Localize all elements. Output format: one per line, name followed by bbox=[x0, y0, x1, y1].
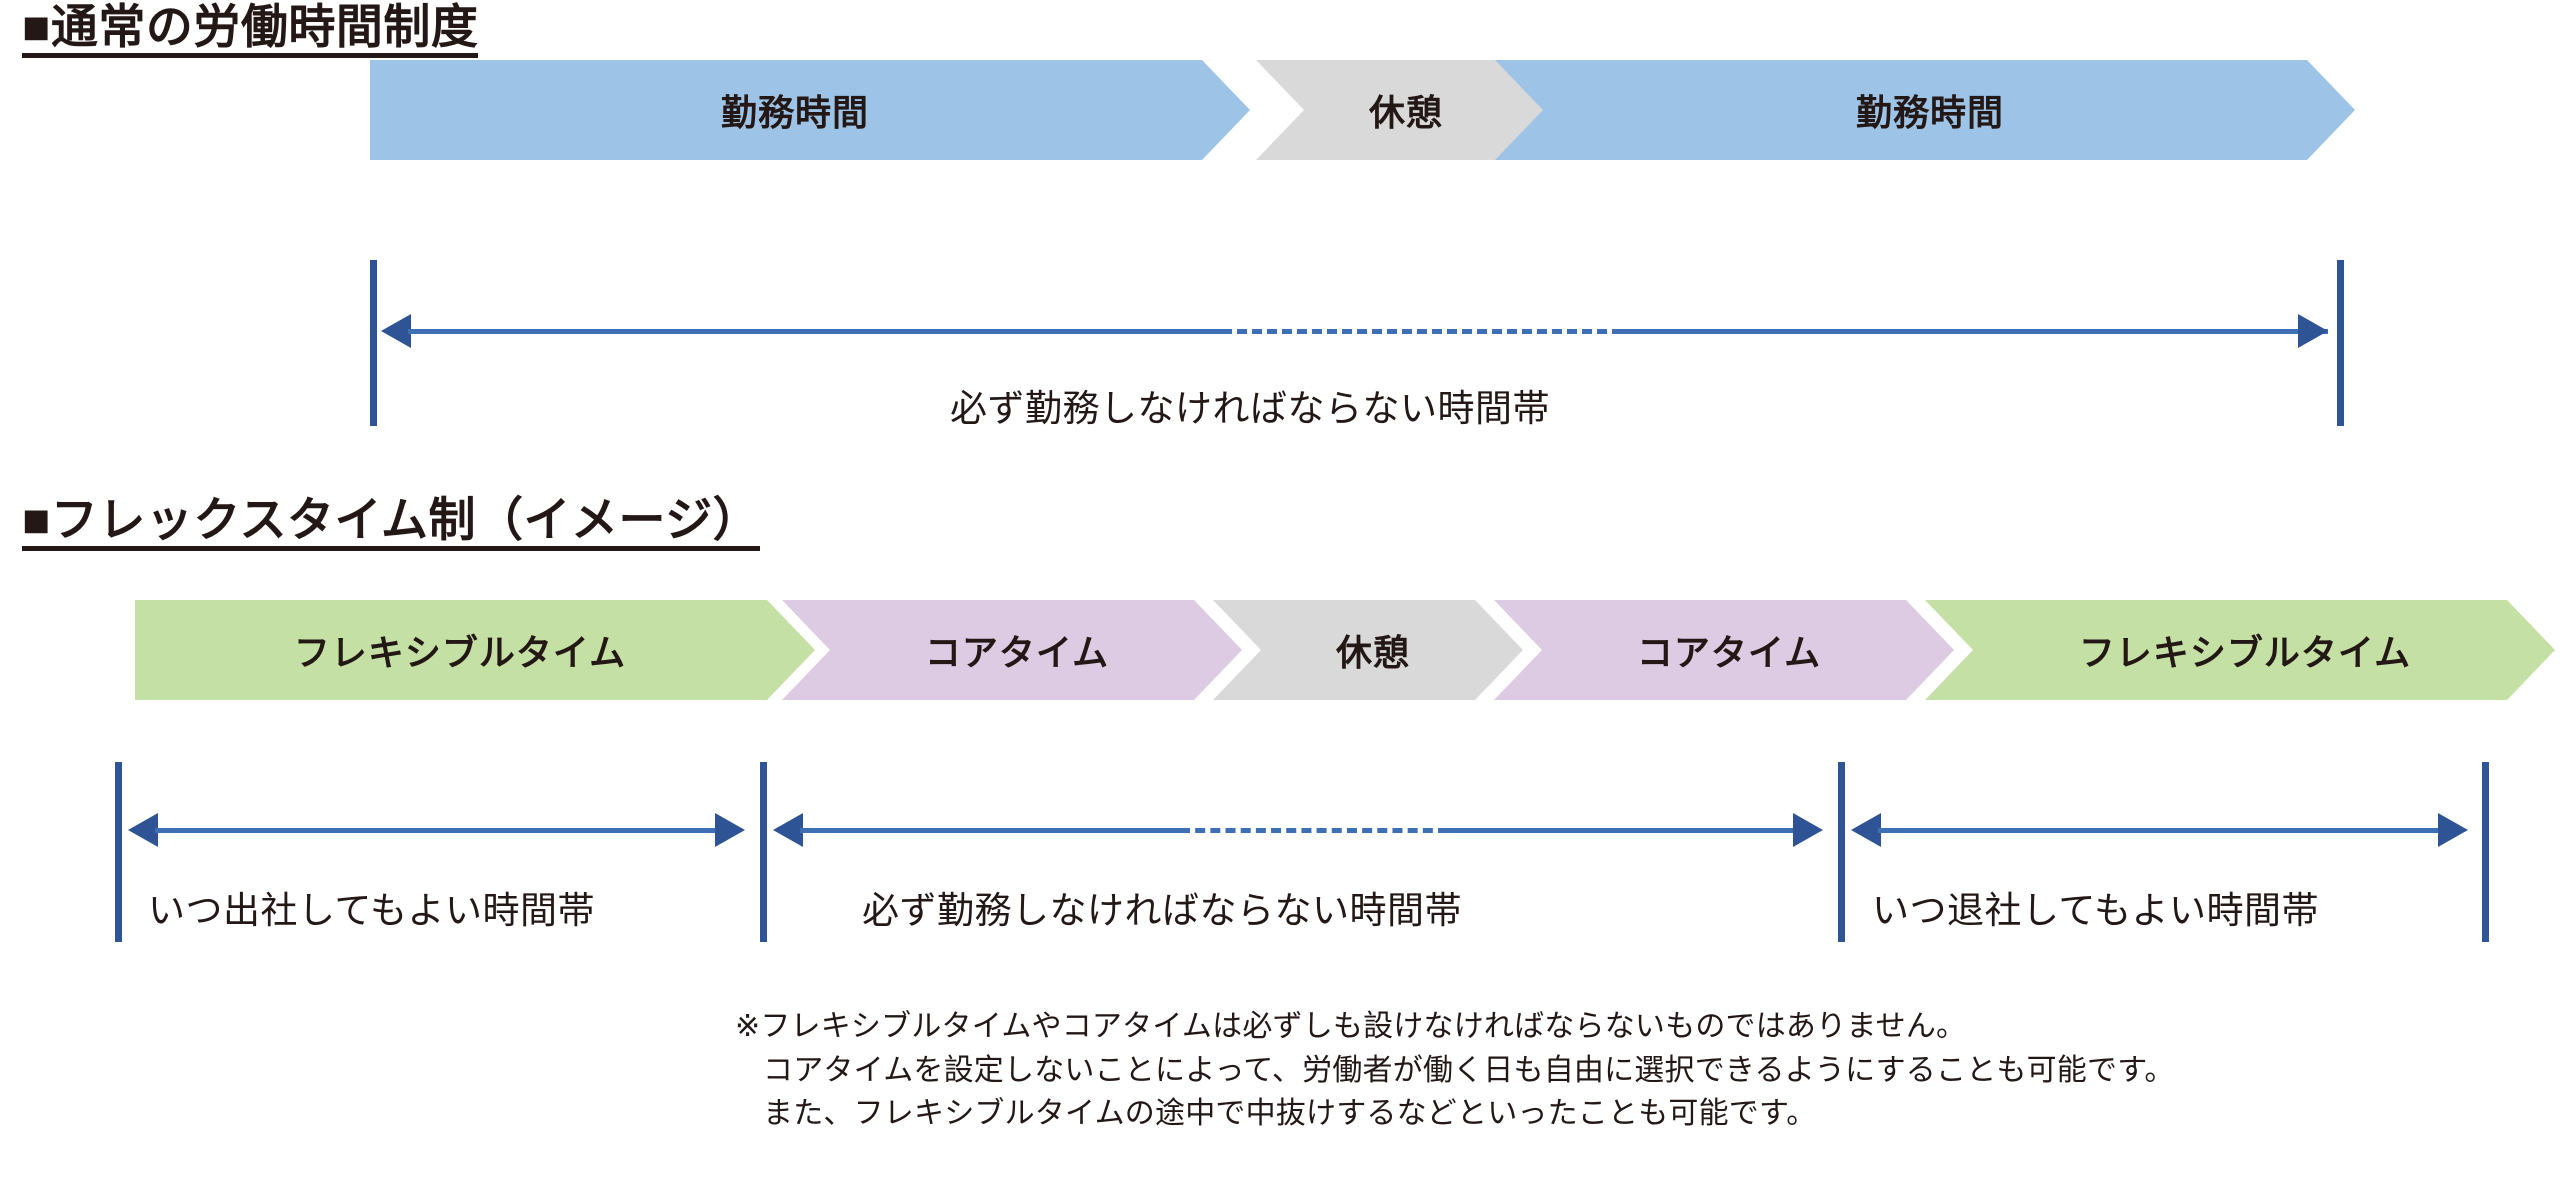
flex-measure-row: いつ出社してもよい時間帯 必ず勤務しなければならない時間帯 いつ退社してもよい時… bbox=[0, 760, 2560, 960]
chevron-label: コアタイム bbox=[924, 632, 1110, 673]
chevron-label: 休憩 bbox=[1368, 92, 1443, 133]
measure-tick-1 bbox=[115, 762, 122, 942]
measure-tick-3 bbox=[1838, 762, 1845, 942]
chevron-core-time-1: コアタイム bbox=[782, 600, 1242, 700]
measure-line-3 bbox=[1878, 828, 2438, 833]
arrowhead-left-icon bbox=[1851, 813, 1881, 847]
measure-tick-left bbox=[370, 260, 377, 426]
measure-line-2a bbox=[800, 828, 1188, 833]
measure-line-1 bbox=[155, 828, 715, 833]
chevron-label: フレキシブルタイム bbox=[293, 632, 627, 673]
measure-caption-core-flex: 必ず勤務しなければならない時間帯 bbox=[862, 890, 1462, 931]
heading-normal-working-hours: ■通常の労働時間制度 bbox=[22, 2, 479, 59]
footnote-line-3: また、フレキシブルタイムの途中で中抜けするなどといったことも可能です。 bbox=[763, 1097, 1817, 1130]
normal-measure-row: 必ず勤務しなければならない時間帯 bbox=[0, 258, 2560, 429]
measure-caption-departure: いつ退社してもよい時間帯 bbox=[1872, 890, 2320, 931]
measure-line-solid-left bbox=[408, 329, 1228, 334]
normal-chevron-band: 勤務時間 休憩 勤務時間 bbox=[0, 60, 2560, 160]
measure-line-2-dashed bbox=[1180, 828, 1448, 833]
measure-line-2b bbox=[1442, 828, 1794, 833]
arrowhead-right-icon bbox=[2438, 813, 2468, 847]
measure-caption-core-normal: 必ず勤務しなければならない時間帯 bbox=[950, 388, 1550, 429]
measure-line-dashed-middle bbox=[1222, 329, 1622, 334]
chevron-work-hours-2: 勤務時間 bbox=[1495, 60, 2355, 160]
measure-tick-4 bbox=[2482, 762, 2489, 942]
arrowhead-left-icon bbox=[128, 813, 158, 847]
footnote-line-2: コアタイムを設定しないことによって、労働者が働く日も自由に選択できるようにするこ… bbox=[763, 1053, 2175, 1087]
chevron-label: 勤務時間 bbox=[1855, 92, 2004, 133]
measure-caption-arrival: いつ出社してもよい時間帯 bbox=[148, 890, 596, 931]
arrowhead-left-icon bbox=[381, 314, 411, 348]
measure-tick-right bbox=[2337, 260, 2344, 426]
chevron-work-hours-1: 勤務時間 bbox=[370, 60, 1250, 160]
chevron-label: 勤務時間 bbox=[720, 92, 869, 133]
chevron-flexible-time-1: フレキシブルタイム bbox=[135, 600, 815, 700]
chevron-flexible-time-2: フレキシブルタイム bbox=[1925, 600, 2555, 700]
arrowhead-left-icon bbox=[773, 813, 803, 847]
arrowhead-right-icon bbox=[715, 813, 745, 847]
chevron-label: コアタイム bbox=[1636, 632, 1822, 673]
chevron-label: フレキシブルタイム bbox=[2078, 632, 2412, 673]
chevron-break: 休憩 bbox=[1256, 60, 1546, 160]
measure-line-solid-right bbox=[1616, 329, 2328, 334]
chevron-break: 休憩 bbox=[1213, 600, 1523, 700]
arrowhead-right-icon bbox=[2298, 314, 2328, 348]
arrowhead-right-icon bbox=[1793, 813, 1823, 847]
footnote-line-1: ※フレキシブルタイムやコアタイムは必ずしも設けなければならないものではありません… bbox=[735, 1010, 1967, 1043]
footnote-block: ※フレキシブルタイムやコアタイムは必ずしも設けなければならないものではありません… bbox=[735, 1005, 2175, 1136]
measure-tick-2 bbox=[760, 762, 767, 942]
chevron-label: 休憩 bbox=[1335, 632, 1410, 673]
heading-flextime-system: ■フレックスタイム制（イメージ） bbox=[22, 495, 761, 552]
flex-chevron-band: フレキシブルタイム コアタイム 休憩 コアタイム フレキシブルタイム bbox=[0, 600, 2560, 700]
chevron-core-time-2: コアタイム bbox=[1494, 600, 1954, 700]
